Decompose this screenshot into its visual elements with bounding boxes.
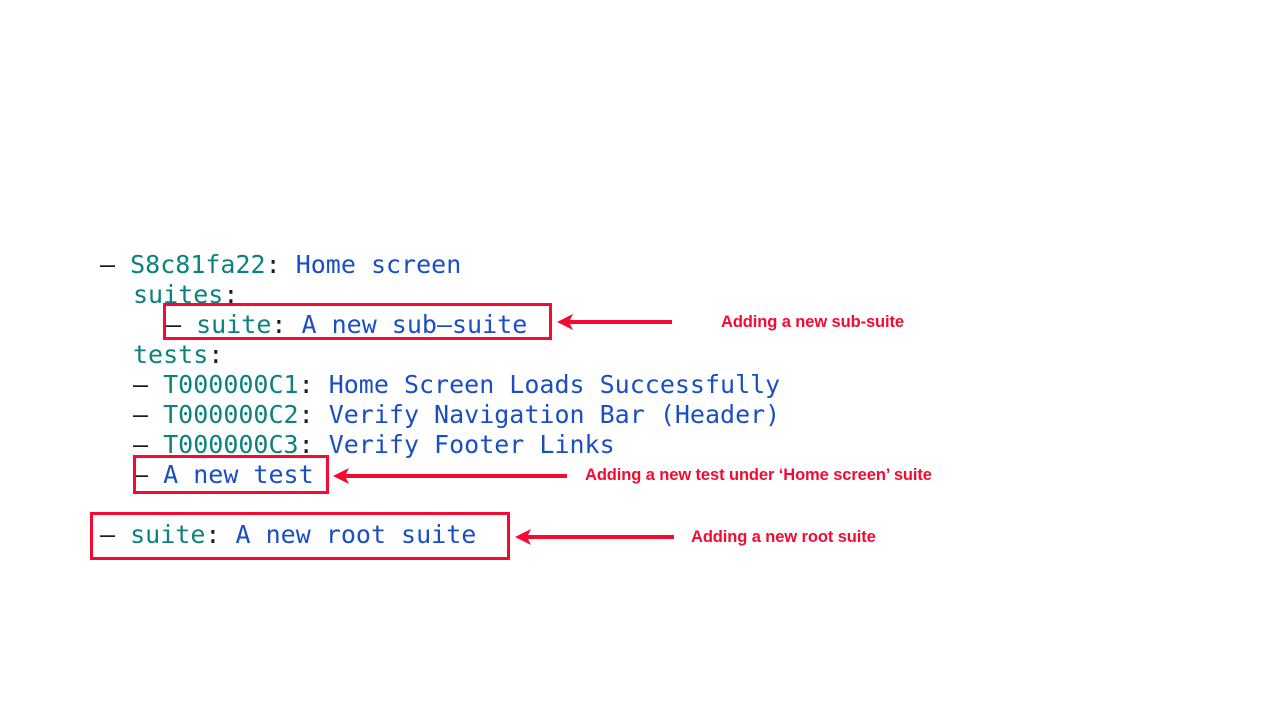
suite-name-value: Home screen [295,250,462,279]
callout-arrow-root-suite [514,527,674,547]
arrow-head-left-icon [515,529,531,545]
suite-key-label: suite [196,310,272,339]
tree-line-new-sub-suite: – suite: A new sub–suite [166,310,527,340]
key-colon: : [223,280,239,309]
list-dash: – [166,310,197,339]
new-test-name-value: A new test [163,460,314,489]
key-colon: : [265,250,296,279]
annotation-label-root-suite: Adding a new root suite [691,528,876,546]
list-dash: – [133,460,164,489]
test-name-value: Verify Navigation Bar (Header) [328,400,781,429]
key-colon: : [298,400,329,429]
tree-line-tests-key: tests: [133,340,223,370]
test-id-key: T000000C2 [163,400,299,429]
list-dash: – [133,400,164,429]
key-colon: : [298,370,329,399]
tree-line-new-root-suite: – suite: A new root suite [100,520,476,550]
highlight-box-root-suite [90,512,510,560]
arrow-shaft [566,320,672,324]
test-id-key: T000000C3 [163,430,299,459]
tree-line-test-case-1: – T000000C1: Home Screen Loads Successfu… [133,370,780,400]
arrow-shaft [342,474,567,478]
annotation-label-new-test: Adding a new test under ‘Home screen’ su… [585,466,932,484]
list-dash: – [133,430,164,459]
suite-key-label: suite [130,520,206,549]
tree-line-test-case-2: – T000000C2: Verify Navigation Bar (Head… [133,400,780,430]
tree-line-test-case-3: – T000000C3: Verify Footer Links [133,430,615,460]
tree-line-new-test: – A new test [133,460,314,490]
key-colon: : [208,340,224,369]
test-id-key: T000000C1 [163,370,299,399]
tree-line-root-suite-entry: – S8c81fa22: Home screen [100,250,461,280]
list-dash: – [100,250,131,279]
highlight-box-new-test [133,455,329,494]
suite-id-key: S8c81fa22 [130,250,266,279]
arrow-head-left-icon [333,468,349,484]
callout-arrow-new-test [332,466,567,486]
root-suite-name-value: A new root suite [235,520,477,549]
callout-arrow-sub-suite [556,312,672,332]
key-colon: : [205,520,236,549]
annotation-label-sub-suite: Adding a new sub-suite [721,313,904,331]
test-name-value: Home Screen Loads Successfully [328,370,781,399]
key-colon: : [271,310,302,339]
arrow-shaft [524,535,674,539]
highlight-box-sub-suite [163,303,552,340]
arrow-head-left-icon [557,314,573,330]
tests-key-label: tests [133,340,209,369]
list-dash: – [100,520,131,549]
key-colon: : [298,430,329,459]
test-name-value: Verify Footer Links [328,430,615,459]
list-dash: – [133,370,164,399]
sub-suite-name-value: A new sub–suite [301,310,528,339]
